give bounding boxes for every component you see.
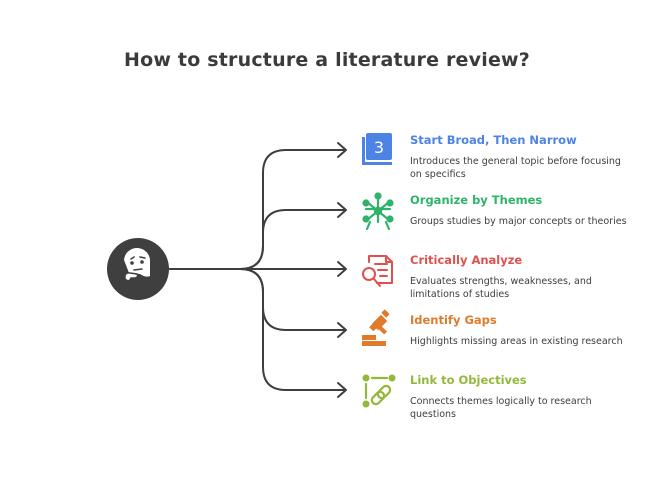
arrowhead-2: [337, 202, 347, 218]
arrowheads: [337, 142, 347, 398]
hub-node: [107, 238, 169, 300]
item-identify-gaps: Identify Gaps Highlights missing areas i…: [410, 313, 635, 349]
svg-text:3: 3: [374, 138, 384, 157]
arrowhead-1: [337, 142, 347, 158]
item-start-broad: Start Broad, Then Narrow Introduces the …: [410, 133, 635, 181]
item-critically-analyze: Critically Analyze Evaluates strengths, …: [410, 253, 635, 301]
number-three-icon: 3: [362, 133, 392, 165]
item-link-objectives: Link to Objectives Connects themes logic…: [410, 373, 635, 421]
document-search-icon: [362, 255, 393, 287]
connector-line-4: [169, 268, 346, 331]
item-description: Highlights missing areas in existing res…: [410, 336, 623, 347]
connectors: [169, 149, 346, 391]
item-description: Evaluates strengths, weaknesses, and lim…: [410, 276, 592, 300]
connector-line-2: [169, 209, 346, 270]
connector-line-5: [169, 268, 346, 391]
item-title: Critically Analyze: [410, 253, 523, 267]
item-title: Link to Objectives: [410, 373, 527, 387]
item-title: Organize by Themes: [410, 193, 543, 207]
thinking-face-icon: [124, 247, 151, 282]
item-description: Groups studies by major concepts or theo…: [410, 216, 627, 227]
arrowhead-5: [337, 382, 347, 398]
item-description: Introduces the general topic before focu…: [410, 156, 621, 180]
gavel-icon: [362, 309, 390, 346]
arrowhead-3: [337, 261, 347, 277]
diagram-title: How to structure a literature review?: [123, 49, 531, 71]
item-title: Identify Gaps: [410, 313, 497, 327]
item-description: Connects themes logically to research qu…: [410, 396, 592, 420]
atomium-icon: [362, 192, 394, 231]
link-icon: [362, 374, 396, 408]
item-organize-themes: Organize by Themes Groups studies by maj…: [410, 193, 635, 229]
arrowhead-4: [337, 322, 347, 338]
item-title: Start Broad, Then Narrow: [410, 133, 577, 147]
